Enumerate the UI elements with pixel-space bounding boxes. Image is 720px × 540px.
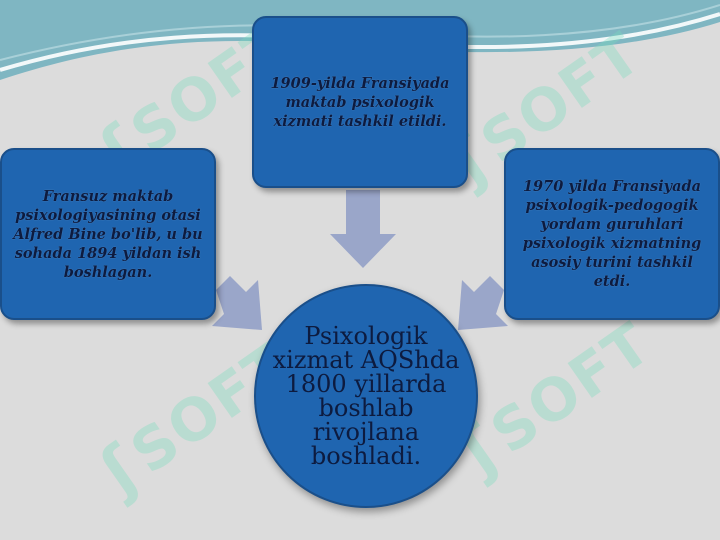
- top-box: 1909-yilda Fransiyada maktab psixologik …: [252, 16, 468, 188]
- center-circle: Psixologik xizmat AQShda 1800 yillarda b…: [254, 284, 478, 508]
- center-circle-text: Psixologik xizmat AQShda 1800 yillarda b…: [272, 322, 460, 470]
- arrow-top-down: [330, 190, 396, 268]
- arrow-left-diagonal: [212, 276, 262, 330]
- top-box-text: 1909-yilda Fransiyada maktab psixologik …: [270, 74, 450, 130]
- right-box: 1970 yilda Fransiyada psixologik-pedogog…: [504, 148, 720, 320]
- left-box-text: Fransuz maktab psixologiyasining otasi A…: [13, 187, 203, 281]
- left-box: Fransuz maktab psixologiyasining otasi A…: [0, 148, 216, 320]
- right-box-text: 1970 yilda Fransiyada psixologik-pedogog…: [522, 178, 702, 290]
- arrow-right-diagonal: [458, 276, 508, 330]
- watermark: ʃSOFT: [448, 308, 664, 489]
